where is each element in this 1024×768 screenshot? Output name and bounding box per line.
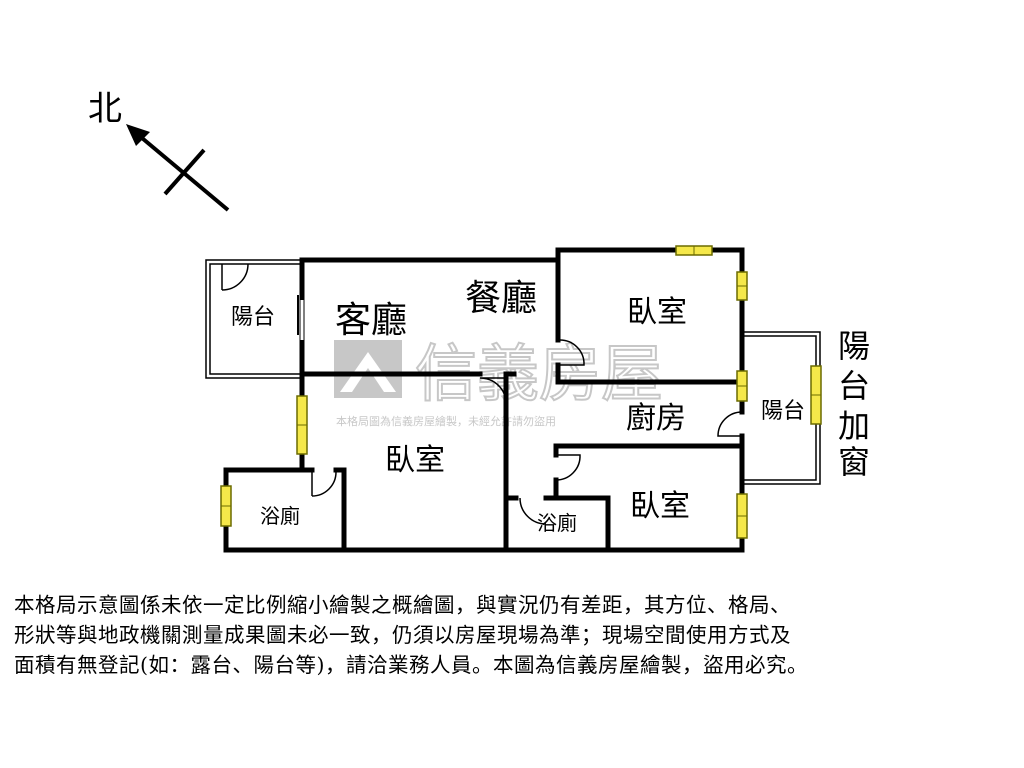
door-kitchen-balcony — [717, 411, 743, 437]
room-bath-center: 浴廁 — [537, 511, 577, 535]
room-bedroom-ne: 臥室 — [627, 295, 687, 330]
watermark-notice: 本格局圖為信義房屋繪製，未經允許請勿盜用 — [336, 414, 556, 428]
north-arrow-shaft — [134, 131, 230, 212]
room-dining: 餐廳 — [465, 278, 537, 319]
door-bath-west — [311, 470, 337, 497]
compass: 北 — [88, 89, 230, 212]
balcony-west-outline — [205, 259, 302, 379]
room-bedroom-se: 臥室 — [630, 489, 690, 524]
compass-cross-line — [163, 148, 206, 196]
annotation-east-4: 窗 — [838, 443, 870, 481]
door-bath-center — [515, 497, 547, 525]
room-kitchen: 廚房 — [626, 401, 686, 436]
door-corridor — [479, 377, 507, 401]
doors — [221, 263, 743, 525]
disclaimer-line-1: 本格局示意圖係未依一定比例縮小繪製之概繪圖，與實況仍有差距，其方位、格局、 — [14, 593, 791, 617]
room-living: 客廳 — [335, 300, 407, 341]
room-bedroom-center: 臥室 — [385, 443, 445, 478]
room-balcony-west: 陽台 — [231, 305, 275, 330]
door-bedroom-se — [555, 454, 581, 481]
door-bedroom-ne — [559, 339, 585, 366]
annotation-east-3: 加 — [838, 407, 870, 445]
disclaimer: 本格局示意圖係未依一定比例縮小繪製之概繪圖，與實況仍有差距，其方位、格局、 形狀… — [14, 590, 1010, 680]
north-label: 北 — [88, 89, 122, 129]
disclaimer-line-2: 形狀等與地政機關測量成果圖未必一致，仍須以房屋現場為準；現場空間使用方式及 — [14, 623, 791, 647]
room-bath-west: 浴廁 — [260, 504, 300, 528]
room-balcony-east: 陽台 — [761, 399, 805, 424]
north-arrow-head-icon — [126, 124, 150, 146]
floor-plan: 北 信義房屋 本格局圖為信義房屋繪製，未經允許請勿盜用 — [88, 89, 870, 553]
annotation-east-2: 台 — [838, 367, 870, 405]
watermark: 信義房屋 本格局圖為信義房屋繪製，未經允許請勿盜用 — [334, 336, 664, 428]
annotation-east-1: 陽 — [838, 327, 870, 365]
disclaimer-line-3: 面積有無登記(如：露台、陽台等)，請洽業務人員。本圖為信義房屋繪製，盜用必究。 — [14, 653, 808, 677]
door-balcony-west — [221, 263, 249, 291]
